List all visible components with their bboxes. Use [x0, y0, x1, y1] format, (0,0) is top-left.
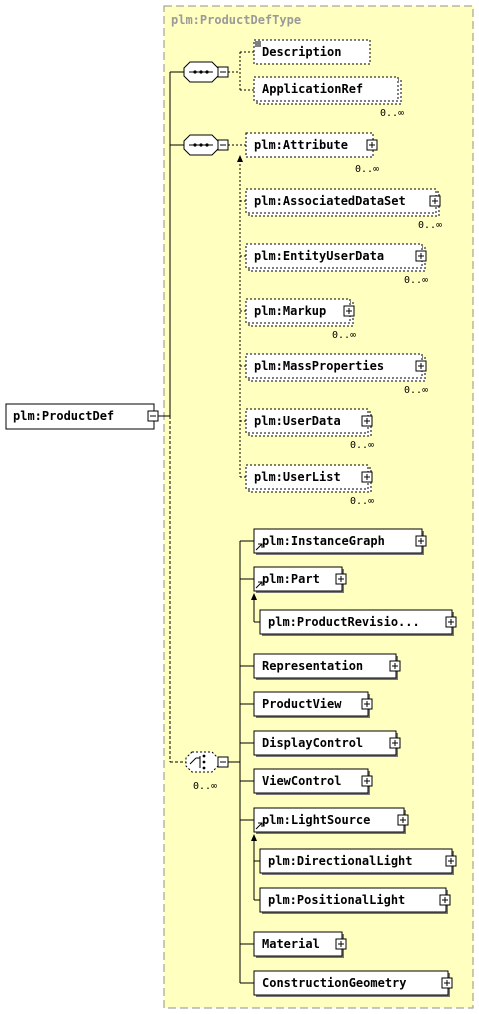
choice-compositor[interactable]: [185, 751, 229, 773]
element-label: Material: [262, 937, 320, 951]
element-view-control[interactable]: ViewControl: [253, 768, 373, 795]
expand-icon[interactable]: [441, 977, 453, 989]
expand-icon[interactable]: [445, 616, 457, 628]
element-boxes: DescriptionApplicationRef0..∞plm:Attribu…: [245, 39, 457, 997]
substitution-arrow-icon: [251, 593, 257, 600]
expand-icon[interactable]: [335, 938, 347, 950]
element-mass-properties[interactable]: plm:MassProperties 0..∞: [245, 353, 428, 396]
expand-icon[interactable]: [445, 855, 457, 867]
element-attribute[interactable]: plm:Attribute 0..∞: [245, 132, 379, 175]
expand-icon[interactable]: [397, 814, 409, 826]
root-connectors: [158, 71, 186, 763]
element-associated-data-set[interactable]: plm:AssociatedDataSet 0..∞: [245, 188, 442, 231]
expand-icon[interactable]: [361, 415, 373, 427]
element-label: plm:ProductRevisio...: [268, 615, 420, 629]
occurrence-label: 0..∞: [350, 496, 374, 507]
element-label: Representation: [262, 659, 363, 673]
element-label: plm:UserList: [254, 470, 341, 484]
substitution-arrow-icon: [251, 834, 257, 841]
element-user-list[interactable]: plm:UserList 0..∞: [245, 464, 374, 507]
element-label: ViewControl: [262, 774, 341, 788]
substitution-arrow-icon: [237, 155, 243, 162]
sequence-2-branches: [228, 144, 246, 478]
expand-icon[interactable]: [415, 250, 427, 262]
root-element-product-def[interactable]: plm:ProductDef: [5, 403, 159, 430]
expand-icon[interactable]: [366, 139, 378, 151]
expand-icon[interactable]: [361, 775, 373, 787]
element-user-data[interactable]: plm:UserData 0..∞: [245, 408, 374, 451]
element-label: plm:DirectionalLight: [268, 854, 413, 868]
element-label: plm:Attribute: [254, 138, 348, 152]
expand-icon[interactable]: [429, 195, 441, 207]
element-label: plm:MassProperties: [254, 359, 384, 373]
element-application-ref[interactable]: ApplicationRef 0..∞: [253, 76, 404, 119]
element-part[interactable]: plm:Part: [253, 566, 347, 593]
element-label: Description: [262, 45, 341, 59]
element-label: plm:UserData: [254, 414, 341, 428]
element-label: plm:PositionalLight: [268, 893, 405, 907]
expand-icon[interactable]: [361, 471, 373, 483]
reference-arrow-icon: [255, 581, 263, 589]
element-label: ProductView: [262, 697, 342, 711]
element-label: plm:Part: [262, 572, 320, 586]
sequence-1-branches: [228, 51, 254, 91]
expand-icon[interactable]: [415, 360, 427, 372]
expand-icon[interactable]: [415, 535, 427, 547]
occurrence-label: 0..∞: [404, 275, 428, 286]
occurrence-label: 0..∞: [332, 330, 356, 341]
element-label: ApplicationRef: [262, 82, 363, 96]
element-label: plm:AssociatedDataSet: [254, 194, 406, 208]
element-material[interactable]: Material: [253, 931, 347, 958]
reference-arrow-icon: [255, 822, 263, 830]
collapse-icon[interactable]: [147, 410, 159, 422]
expand-icon[interactable]: [389, 660, 401, 672]
expand-icon[interactable]: [343, 305, 355, 317]
element-light-source[interactable]: plm:LightSource: [253, 807, 409, 834]
element-markup[interactable]: plm:Markup 0..∞: [245, 298, 356, 341]
expand-icon[interactable]: [439, 894, 451, 906]
expand-icon[interactable]: [389, 737, 401, 749]
element-label: plm:Markup: [254, 304, 326, 318]
reference-arrow-icon: [255, 543, 263, 551]
element-product-view[interactable]: ProductView: [253, 691, 373, 718]
element-directional-light[interactable]: plm:DirectionalLight: [259, 848, 457, 875]
type-title: plm:ProductDefType: [171, 13, 301, 27]
expand-icon[interactable]: [361, 698, 373, 710]
element-label: plm:EntityUserData: [254, 249, 384, 263]
element-label: plm:LightSource: [262, 813, 370, 827]
root-element-label: plm:ProductDef: [13, 409, 114, 423]
type-container: [163, 5, 474, 1009]
element-label: DisplayControl: [262, 736, 363, 750]
expand-icon[interactable]: [335, 573, 347, 585]
element-positional-light[interactable]: plm:PositionalLight: [259, 887, 451, 914]
element-representation[interactable]: Representation: [253, 653, 401, 680]
element-entity-user-data[interactable]: plm:EntityUserData 0..∞: [245, 243, 428, 286]
occurrence-label: 0..∞: [350, 440, 374, 451]
occurrence-label: 0..∞: [418, 220, 442, 231]
choice-branches: [228, 540, 260, 984]
element-label: ConstructionGeometry: [262, 976, 407, 990]
element-label: plm:InstanceGraph: [262, 534, 385, 548]
element-display-control[interactable]: DisplayControl: [253, 730, 401, 757]
choice-occurrence: 0..∞: [193, 781, 217, 792]
element-product-revisio[interactable]: plm:ProductRevisio...: [259, 609, 457, 636]
element-instance-graph[interactable]: plm:InstanceGraph: [253, 528, 427, 555]
documentation-icon: [255, 41, 261, 47]
element-description[interactable]: Description: [253, 39, 371, 65]
sequence-compositor-1[interactable]: [183, 61, 229, 83]
occurrence-label: 0..∞: [380, 108, 404, 119]
occurrence-label: 0..∞: [404, 385, 428, 396]
occurrence-label: 0..∞: [355, 164, 379, 175]
element-construction-geometry[interactable]: ConstructionGeometry: [253, 970, 453, 997]
